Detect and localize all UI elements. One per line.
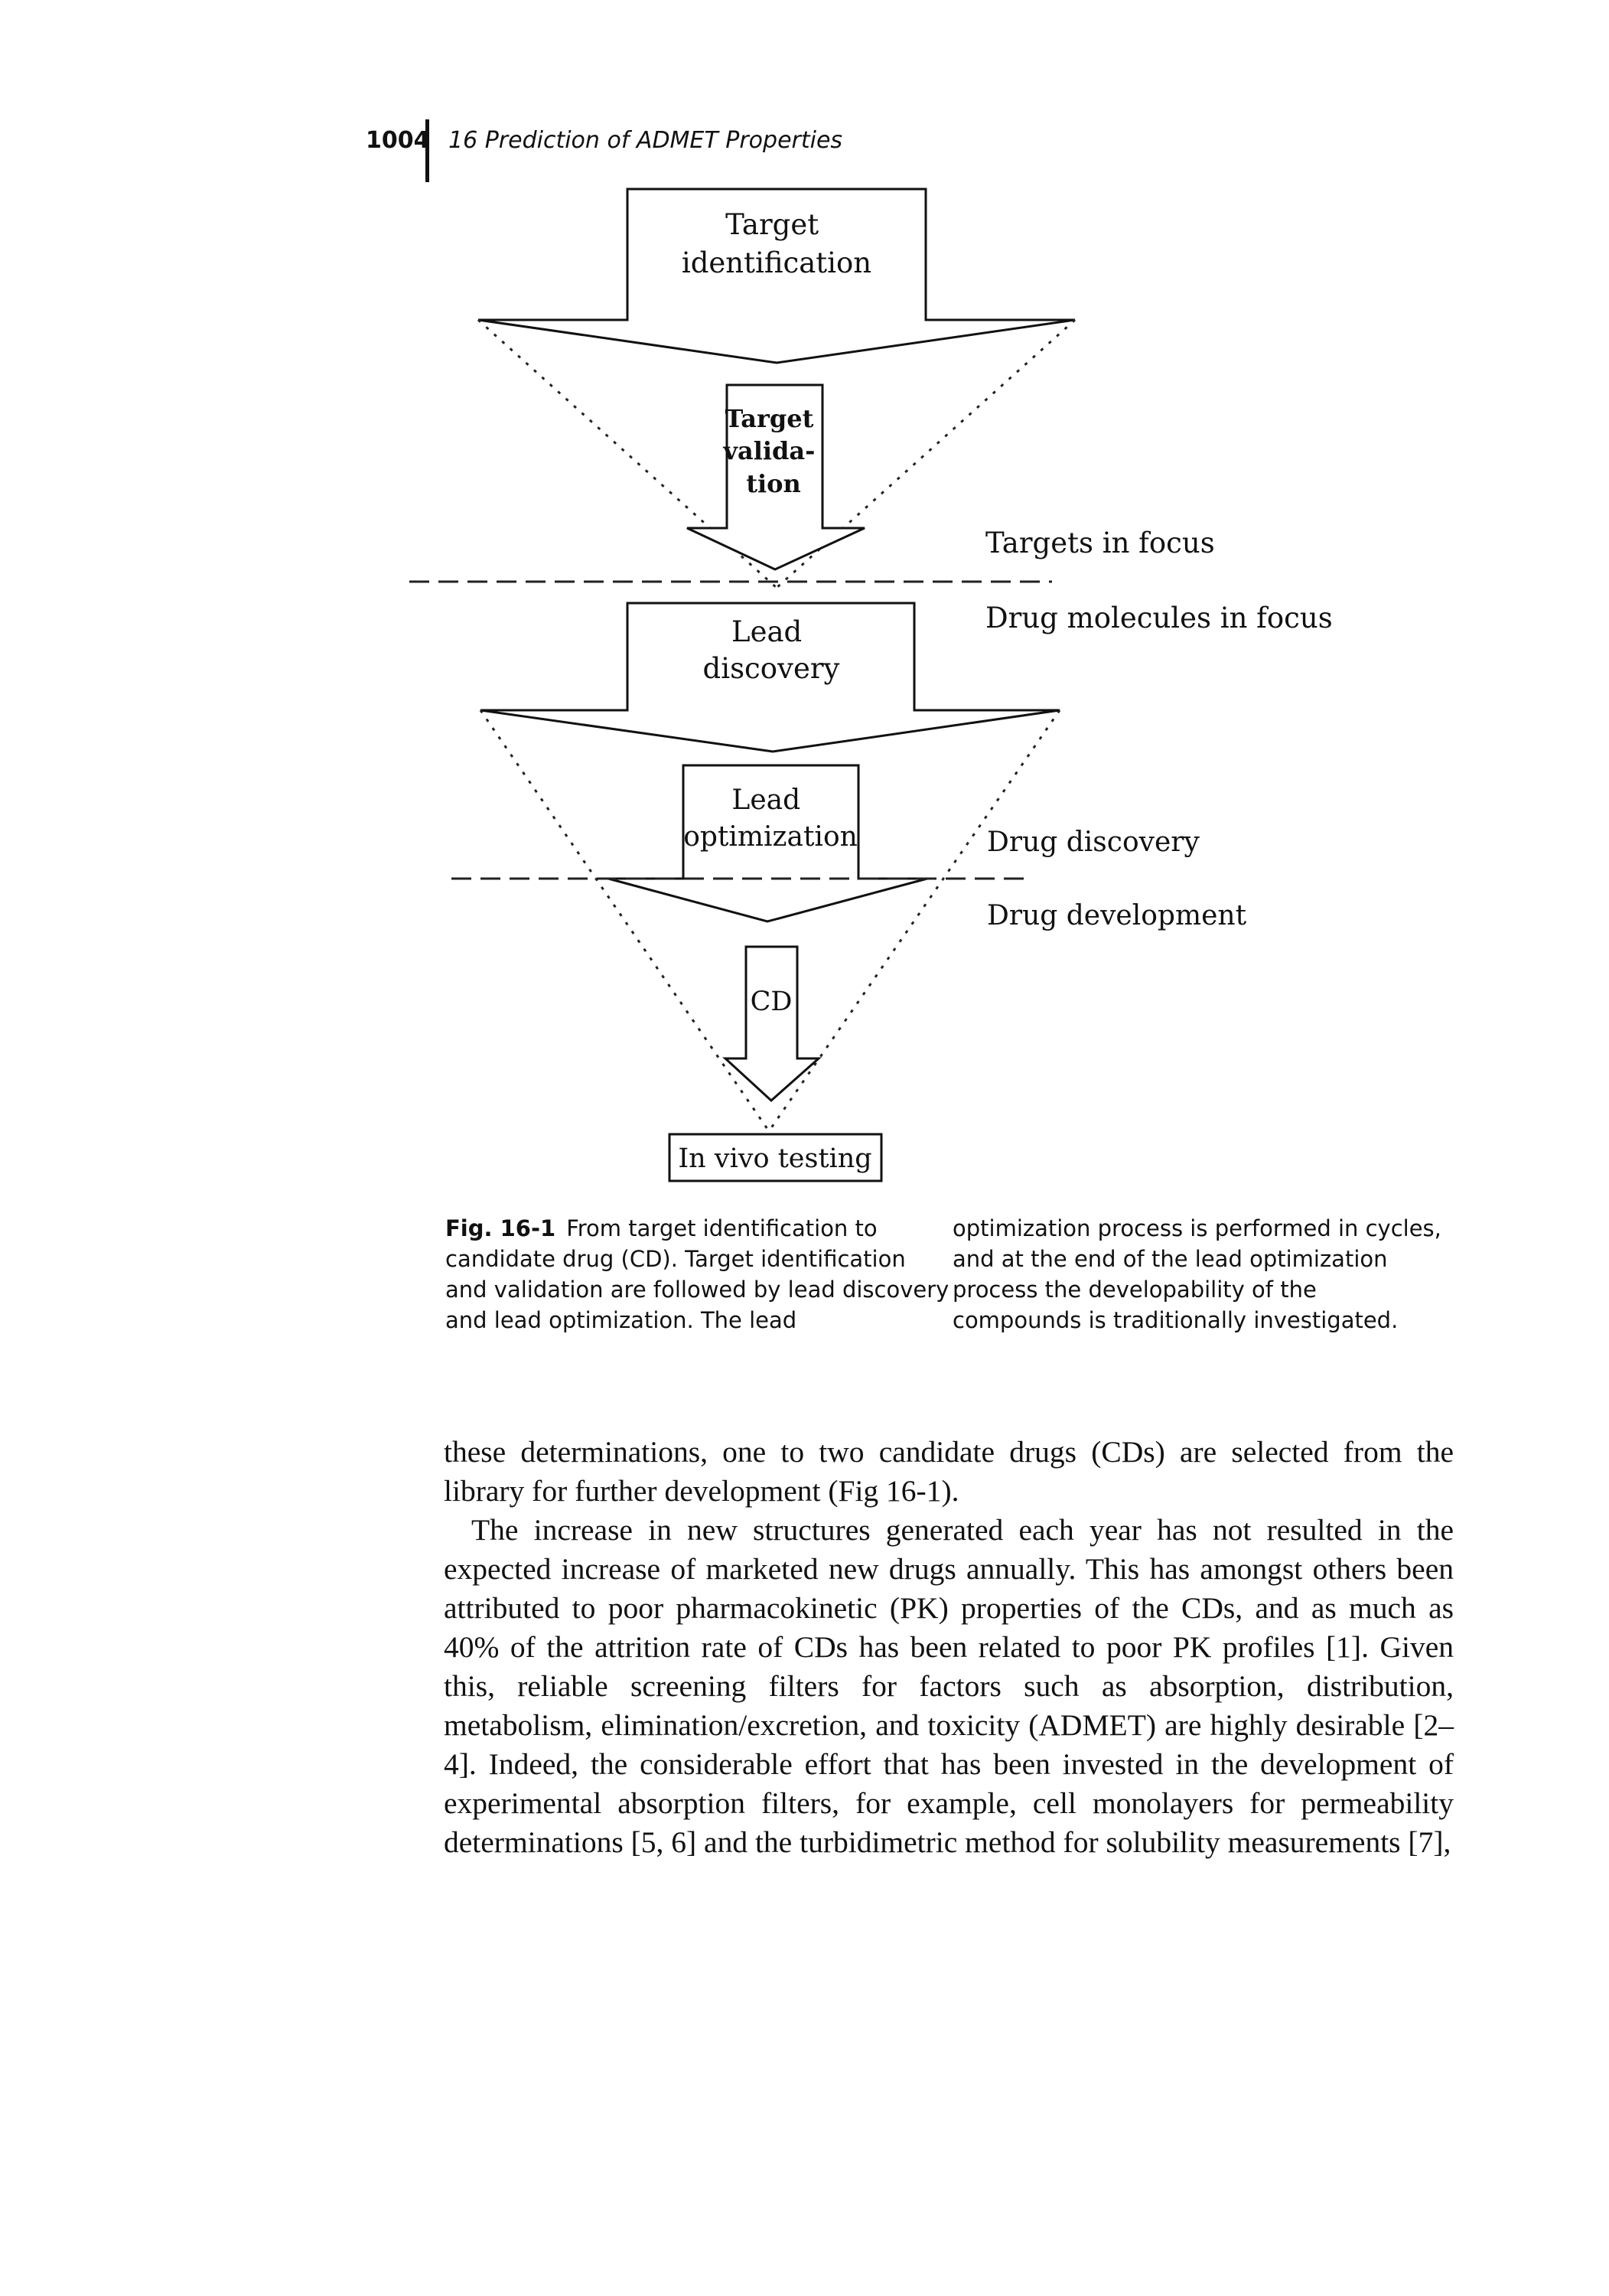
caption-line: optimization process is performed in cyc… (953, 1215, 1441, 1241)
target-validation-arrow (686, 383, 865, 571)
target-identification-arrow (477, 188, 1076, 364)
drug-discovery-label: Drug discovery (987, 827, 1200, 858)
drug-development-label: Drug development (987, 900, 1247, 931)
caption-line: candidate drug (CD). Target identificati… (445, 1246, 906, 1272)
body-text: these determinations, one to two candida… (444, 1433, 1454, 1862)
lead-discovery-arrow (480, 602, 1060, 753)
caption-line: and lead optimization. The lead (445, 1307, 797, 1333)
lead-discovery-label: Lead discovery (703, 615, 840, 685)
target-identification-label: Target identification (682, 208, 871, 279)
caption-line: compounds is traditionally investigated. (953, 1307, 1399, 1333)
lead-optimization-label: Lead optimization (683, 784, 858, 853)
figure-caption-right: optimization process is performed in cyc… (953, 1213, 1473, 1336)
caption-line: From target identification to (566, 1215, 878, 1241)
targets-in-focus-label: Targets in focus (985, 527, 1215, 559)
page-number: 1004 (366, 127, 430, 154)
figure-label: Fig. 16-1 (445, 1215, 556, 1241)
in-vivo-testing-label: In vivo testing (678, 1143, 871, 1174)
chapter-title: 16 Prediction of ADMET Properties (448, 127, 843, 154)
drug-discovery-funnel-diagram: Target identification Target valida- tio… (409, 188, 1333, 1182)
figure-caption-left: Fig. 16-1 From target identification to c… (445, 1213, 949, 1336)
caption-line: process the developability of the (953, 1277, 1317, 1303)
target-validation-label: Target valida- tion (722, 404, 823, 498)
caption-line: and validation are followed by lead disc… (445, 1277, 949, 1303)
paragraph: these determinations, one to two candida… (444, 1435, 1454, 1508)
in-vivo-testing-box (668, 1133, 883, 1182)
caption-line: and at the end of the lead optimization (953, 1246, 1388, 1272)
drug-molecules-in-focus-label: Drug molecules in focus (985, 602, 1333, 634)
candidate-drug-arrow (722, 945, 822, 1103)
paragraph: The increase in new structures generated… (444, 1513, 1454, 1859)
header-rule (425, 119, 429, 182)
candidate-drug-label: CD (751, 987, 793, 1017)
